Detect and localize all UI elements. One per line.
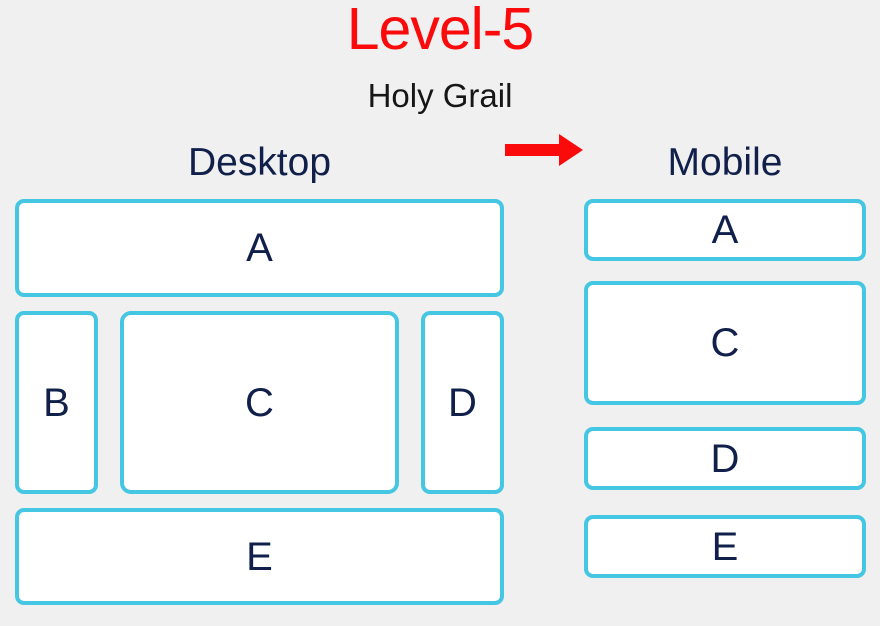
desktop-column-heading: Desktop [187,141,332,184]
desktop-region-c: C [120,311,399,494]
desktop-region-b: B [15,311,98,494]
page-title: Level-5 [346,0,535,62]
desktop-region-e: E [15,508,504,605]
mobile-region-e: E [584,515,866,578]
mobile-region-a: A [584,199,866,261]
mobile-region-c: C [584,281,866,405]
page-subtitle: Holy Grail [367,77,513,114]
arrow-right-icon [503,132,585,168]
desktop-region-d: D [421,311,504,494]
mobile-region-d: D [584,427,866,490]
mobile-column-heading: Mobile [667,141,783,184]
desktop-region-a: A [15,199,504,297]
